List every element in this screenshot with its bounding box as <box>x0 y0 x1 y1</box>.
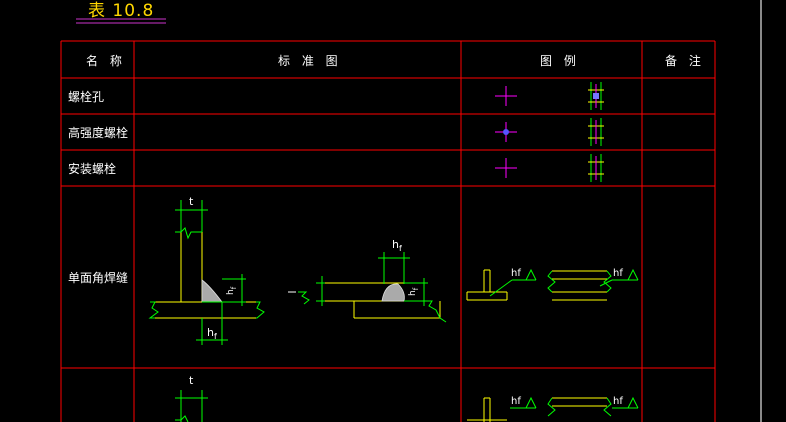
weld-standard-figure-3 <box>175 390 639 422</box>
header-standard-figure: 标 准 图 <box>278 54 342 68</box>
weld-tag-1: hf <box>511 268 521 279</box>
dim-sub-f: f <box>398 244 402 254</box>
weld-legend-symbols <box>466 268 639 301</box>
row-name-single-fillet-weld: 单面角焊缝 <box>68 271 129 285</box>
row-name-erection-bolt: 安装螺栓 <box>68 162 117 176</box>
dim-label-hf-bottom: hf <box>207 326 217 341</box>
row-name-bolt-hole: 螺栓孔 <box>68 90 105 104</box>
bolt-dot-icon <box>503 129 509 135</box>
weld-tag-3: hf <box>511 396 521 407</box>
dim-h: h <box>392 238 399 251</box>
dim-sub-f: f <box>213 332 217 342</box>
dim-label-hf-vertical-1: hf <box>226 286 238 295</box>
row-name-high-strength-bolt: 高强度螺栓 <box>68 126 129 140</box>
bolt-hole-fill-icon <box>593 93 599 99</box>
weld-bead <box>381 283 405 302</box>
dim-label-hf-vertical-2: hf <box>408 287 420 296</box>
drawing-title: 表 10.8 <box>88 1 155 21</box>
weld-standard-figure-1 <box>148 200 265 345</box>
weld-bead <box>201 279 223 303</box>
viewport-edge-line <box>760 0 762 422</box>
header-remark: 备 注 <box>665 54 705 68</box>
table-grid <box>60 40 716 422</box>
dim-label-thickness: t <box>189 195 194 208</box>
weld-standard-figure-2 <box>288 252 447 323</box>
weld-tag-2: hf <box>613 268 623 279</box>
dim-label-thickness-2: t <box>189 374 194 387</box>
title-underline <box>76 18 166 24</box>
header-legend: 图 例 <box>540 54 580 68</box>
header-name: 名 称 <box>86 54 126 68</box>
weld-tag-4: hf <box>613 396 623 407</box>
bolt-legend-symbols <box>495 82 604 182</box>
dim-h: h <box>207 326 214 339</box>
dim-label-hf-top: hf <box>392 238 402 253</box>
